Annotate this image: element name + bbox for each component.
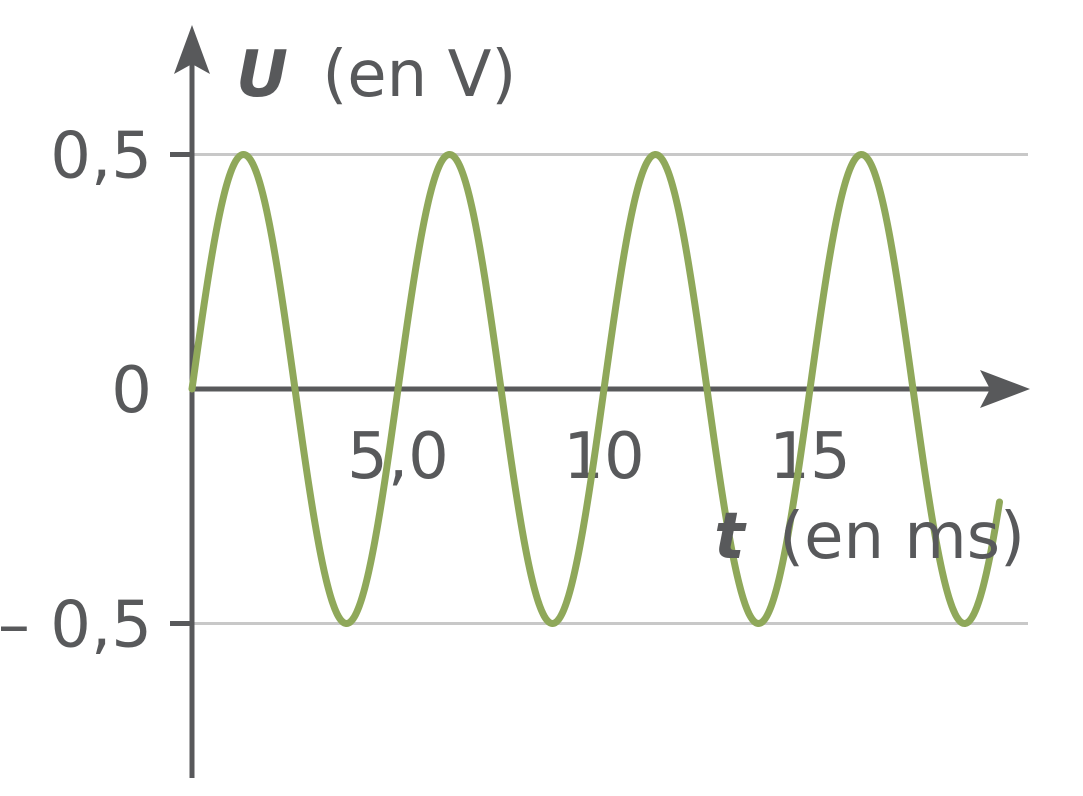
y-tick-label-0: 0,5	[50, 120, 152, 194]
y-axis-arrow	[174, 25, 210, 74]
series-group	[188, 151, 1004, 627]
ticks: 0,5 0 – 0,5 5,0 10 15	[0, 120, 851, 663]
x-tick-label-0: 5,0	[347, 420, 449, 494]
x-axis-variable: t	[714, 500, 747, 574]
x-tick-label-1: 10	[563, 420, 644, 494]
y-axis-unit: (en V)	[322, 38, 516, 112]
x-tick-label-2: 15	[769, 420, 850, 494]
x-axis-unit: (en ms)	[779, 500, 1025, 574]
series-line-0	[188, 151, 1004, 627]
y-axis-variable: U	[236, 38, 288, 112]
x-axis-arrow	[980, 370, 1030, 408]
gridlines	[192, 153, 1028, 625]
axes	[174, 25, 1030, 778]
y-tick-label-1: 0	[111, 354, 152, 428]
y-axis-label: U (en V)	[236, 38, 516, 112]
x-axis-label: t (en ms)	[714, 500, 1025, 574]
y-tick-label-2: – 0,5	[0, 589, 152, 663]
